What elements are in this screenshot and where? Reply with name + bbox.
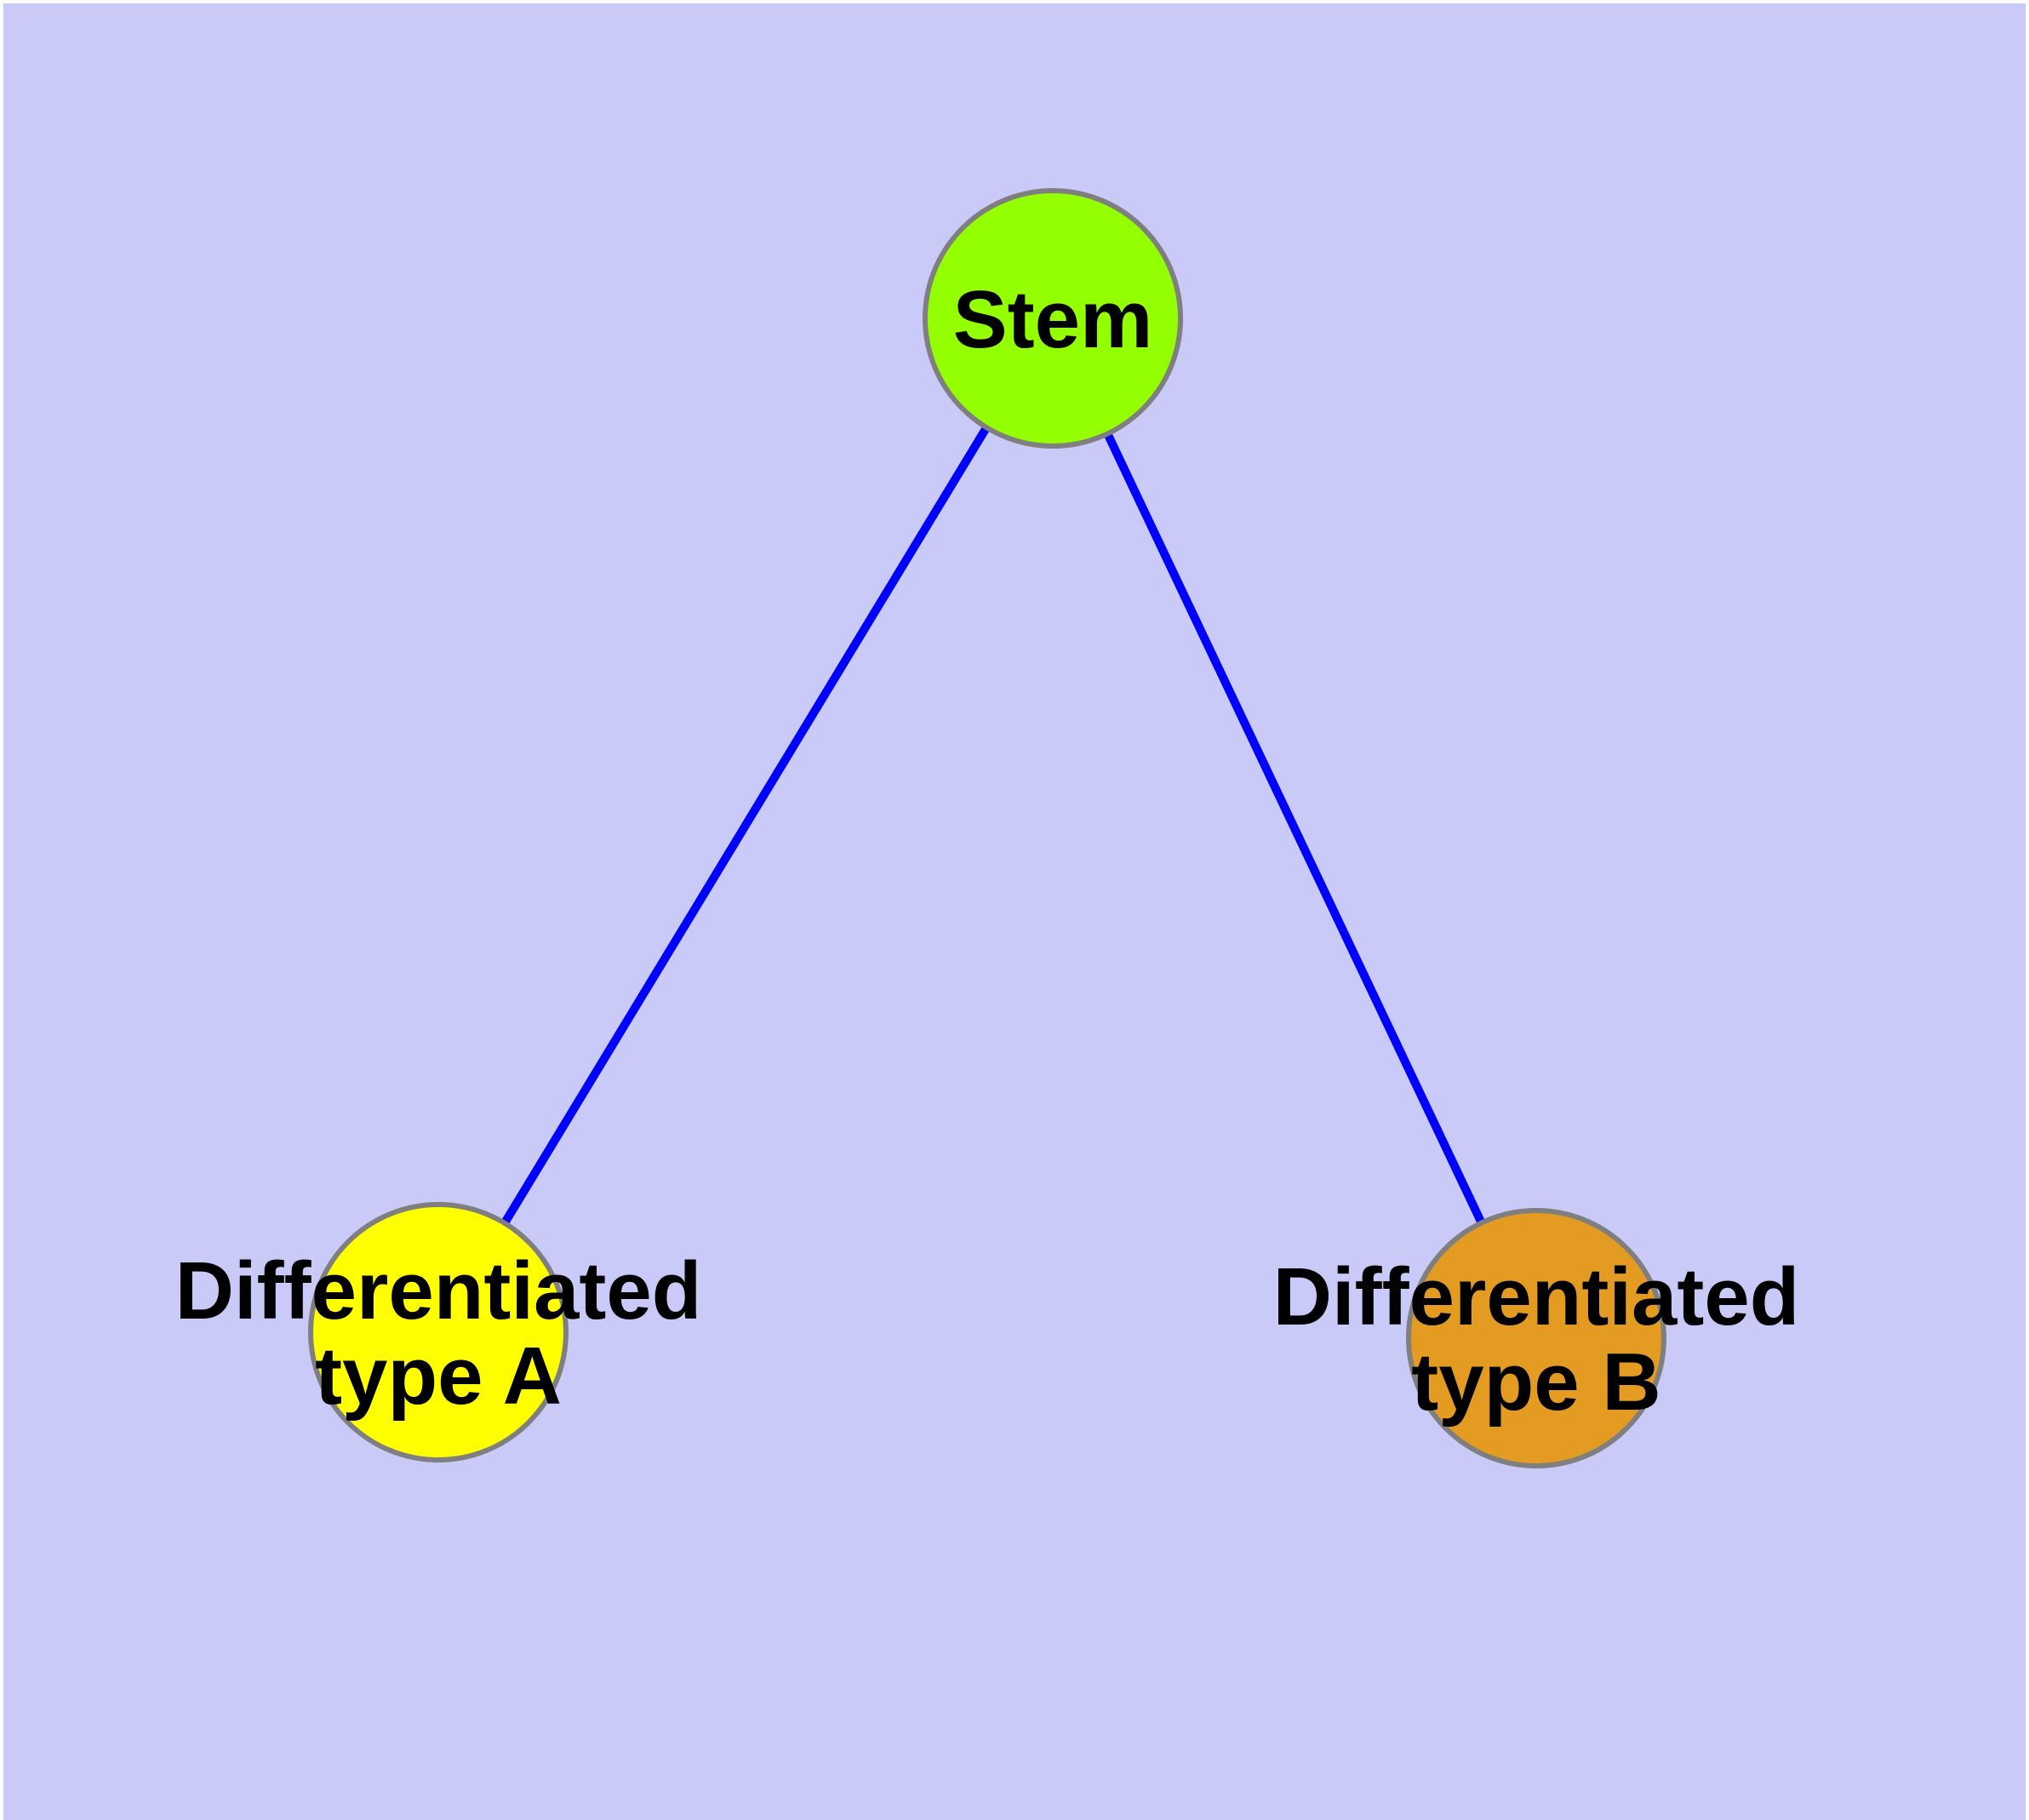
node-differentiated-type-b-label-line2: type B: [1411, 1336, 1660, 1428]
node-differentiated-type-b-circle: [1406, 1208, 1666, 1468]
node-differentiated-type-a-group: Differentiated type A: [175, 1202, 702, 1462]
node-stem-label: Stem: [953, 274, 1153, 365]
node-differentiated-type-b-label-line1: Differentiated: [1273, 1251, 1800, 1342]
node-differentiated-type-a-label-line2: type A: [315, 1331, 562, 1422]
node-stem-circle: [923, 188, 1183, 449]
node-stem-group: Stem: [923, 188, 1183, 449]
node-differentiated-type-b-group: Differentiated type B: [1273, 1208, 1800, 1468]
node-differentiated-type-a-circle: [308, 1202, 569, 1462]
edge-stem-to-differentiated-type-b: [1104, 431, 1485, 1226]
node-differentiated-type-a-label-line1: Differentiated: [175, 1245, 702, 1336]
edge-stem-to-differentiated-type-a: [501, 425, 990, 1226]
